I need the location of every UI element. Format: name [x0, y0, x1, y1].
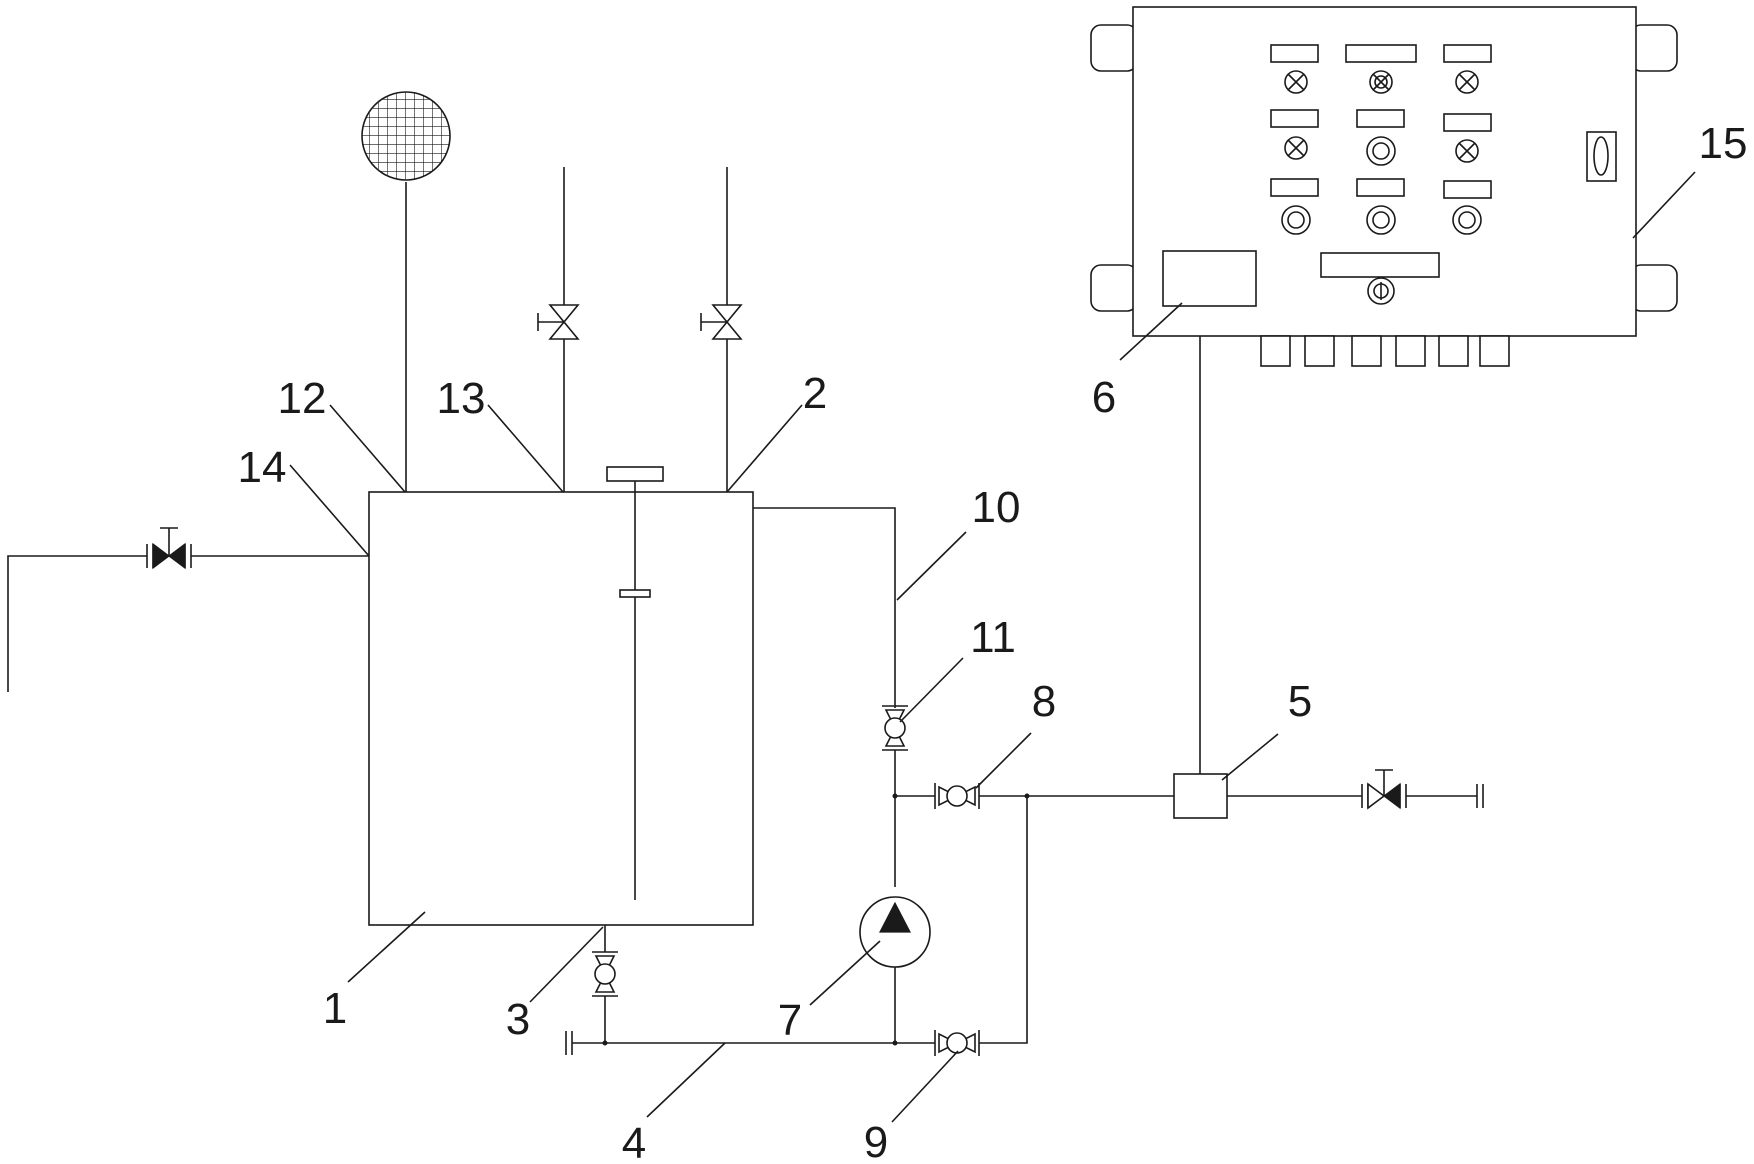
top-inlet-pipe-13 — [537, 167, 580, 492]
cable-glands — [1260, 335, 1510, 367]
label-12: 12 — [278, 374, 327, 423]
label-13: 13 — [437, 374, 486, 423]
ball-valve-8 — [892, 783, 1174, 809]
indicator-lamp-icon — [1284, 136, 1308, 160]
push-button-icon — [1281, 205, 1311, 235]
side-outlet-pipe-14 — [7, 527, 369, 692]
label-3: 3 — [506, 995, 530, 1044]
label-8: 8 — [1032, 677, 1056, 726]
push-button-icon — [1366, 205, 1396, 235]
leader-lines — [289, 171, 1696, 1123]
ball-valve-9 — [934, 796, 1028, 1056]
return-pipe-10 — [753, 507, 896, 708]
indicator-lamp-icon — [1455, 139, 1479, 163]
push-button-icon — [1366, 136, 1396, 166]
indicator-lamp-icon — [1369, 70, 1393, 94]
reference-numerals: 12 13 2 14 1 3 4 7 9 8 11 10 5 6 15 — [238, 119, 1748, 1164]
label-9: 9 — [864, 1118, 888, 1164]
bottom-header-pipe-4 — [565, 1031, 935, 1055]
label-6: 6 — [1092, 373, 1116, 422]
label-2: 2 — [803, 369, 827, 418]
display-6 — [1162, 250, 1257, 307]
control-cabinet — [1090, 6, 1678, 367]
sensor-5 — [1173, 306, 1484, 819]
label-14: 14 — [238, 443, 287, 492]
label-15: 15 — [1699, 119, 1748, 168]
label-10: 10 — [972, 483, 1021, 532]
push-button-icon — [1452, 205, 1482, 235]
indicator-lamp-icon — [1455, 70, 1479, 94]
label-11: 11 — [970, 613, 1016, 662]
label-4: 4 — [622, 1119, 646, 1164]
breather-filter — [361, 91, 451, 492]
drain-valve-3 — [592, 925, 618, 1043]
label-1: 1 — [323, 984, 347, 1033]
indicator-lamp-icon — [1284, 70, 1308, 94]
ball-valve-11 — [882, 705, 908, 887]
selector-switch-icon — [1367, 277, 1395, 305]
tank — [368, 466, 754, 926]
label-7: 7 — [778, 996, 802, 1045]
pump-7 — [859, 896, 931, 1043]
top-inlet-pipe-2 — [700, 167, 743, 492]
label-5: 5 — [1288, 677, 1312, 726]
